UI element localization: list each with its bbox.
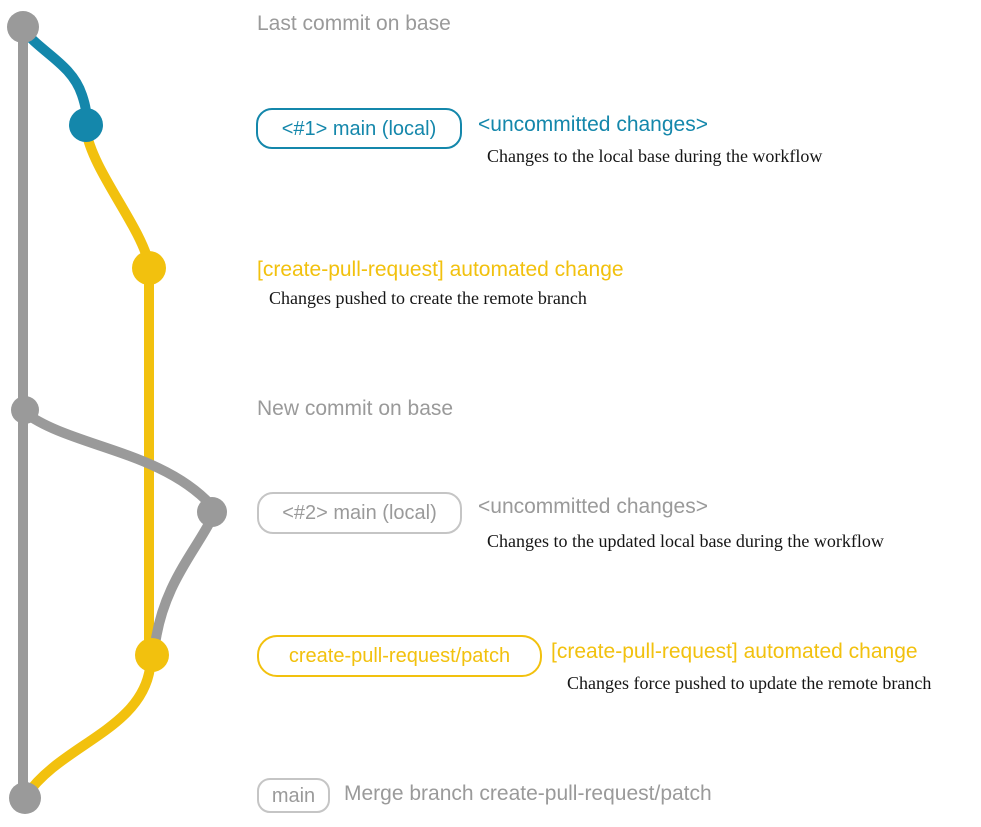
branch-badge-create-pull-request-patch: create-pull-request/patch <box>257 635 542 677</box>
force-push-edge <box>150 513 217 650</box>
commit-node-last-base <box>7 11 39 43</box>
description-automated-change-1: Changes pushed to create the remote bran… <box>269 288 587 308</box>
commit-graph <box>7 11 227 814</box>
commit-node-main-local-1 <box>69 108 103 142</box>
commit-node-merge <box>9 782 41 814</box>
description-uncommitted-changes-1: Changes to the local base during the wor… <box>487 146 823 166</box>
commit-node-automated-change-2 <box>135 638 169 672</box>
description-automated-change-2: Changes force pushed to update the remot… <box>567 673 932 693</box>
uncommitted-change-2-edge <box>19 407 216 510</box>
commit-node-main-local-2 <box>197 497 227 527</box>
create-branch-edge <box>81 125 154 269</box>
branch-badge-main-local-2: <#2> main (local) <box>257 492 462 534</box>
heading-uncommitted-changes-2: <uncommitted changes> <box>478 495 708 518</box>
description-uncommitted-changes-2: Changes to the updated local base during… <box>487 531 884 551</box>
heading-automated-change-1: [create-pull-request] automated change <box>257 258 624 281</box>
annotation-new-commit-on-base: New commit on base <box>257 397 454 420</box>
heading-automated-change-2: [create-pull-request] automated change <box>551 640 918 663</box>
commit-node-automated-change-1 <box>132 251 166 285</box>
annotation-last-commit-on-base: Last commit on base <box>257 12 451 35</box>
branch-badge-main-local-1: <#1> main (local) <box>256 108 462 149</box>
merge-edge <box>21 663 155 801</box>
heading-uncommitted-changes-1: <uncommitted changes> <box>478 113 708 136</box>
branch-badge-main: main <box>257 778 330 813</box>
commit-node-new-base <box>11 396 39 424</box>
uncommitted-change-1-edge <box>18 24 92 129</box>
merge-commit-message: Merge branch create-pull-request/patch <box>344 782 712 805</box>
